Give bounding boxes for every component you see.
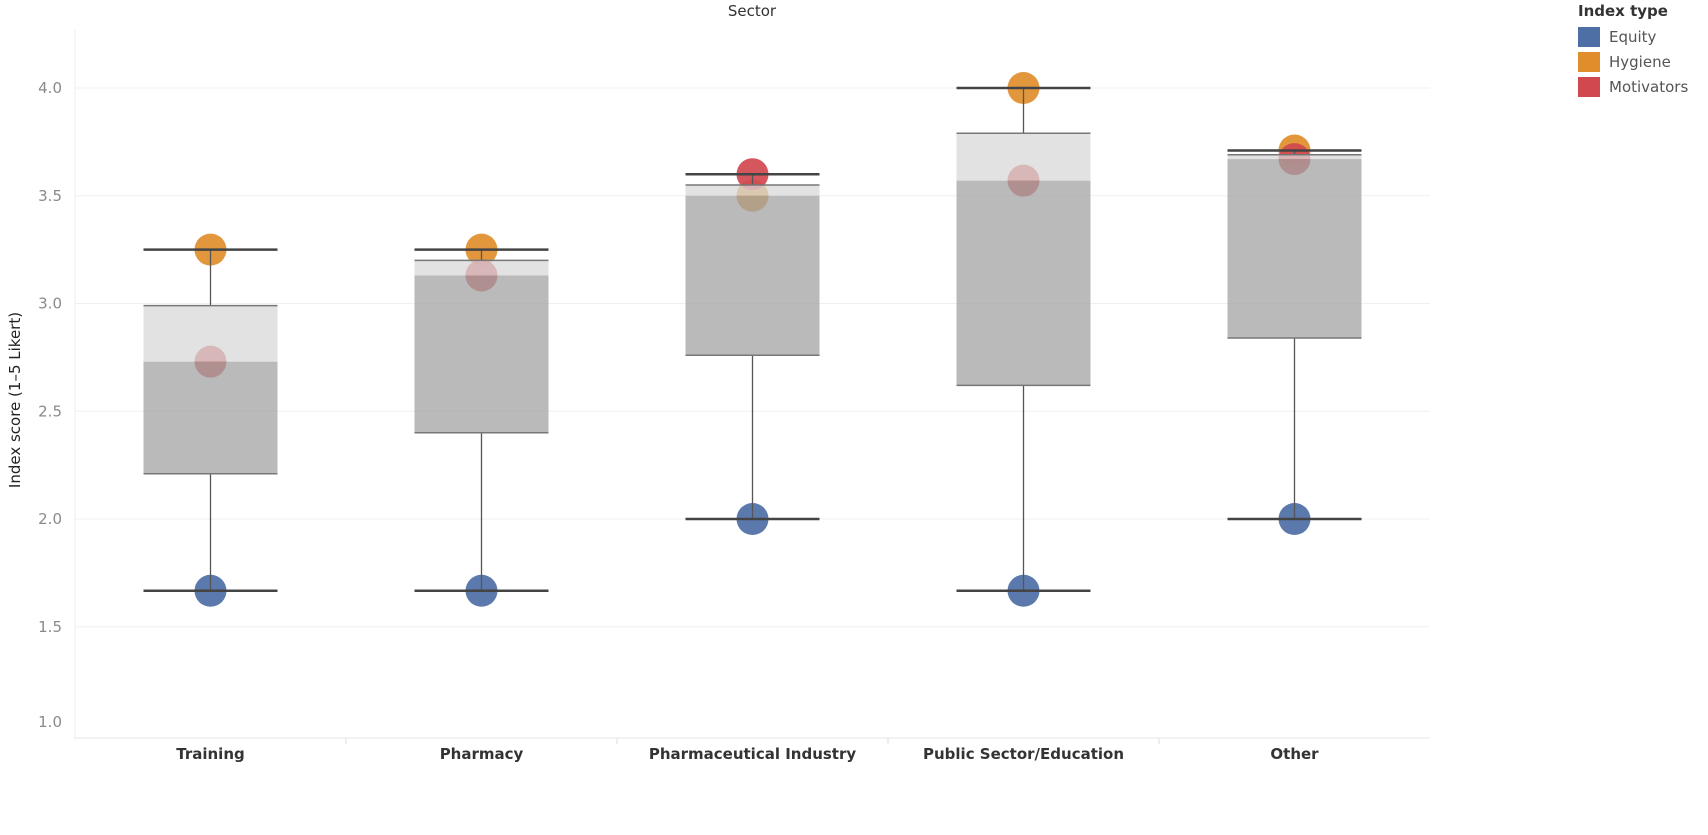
- x-category-label: Pharmaceutical Industry: [649, 745, 857, 763]
- legend-item-equity[interactable]: Equity: [1578, 24, 1688, 49]
- legend-swatch: [1578, 76, 1600, 97]
- y-tick-label: 2.5: [38, 402, 62, 420]
- legend-title: Index type: [1578, 2, 1668, 20]
- box-upper-half: [143, 305, 278, 362]
- y-tick-label: 1.0: [38, 713, 62, 731]
- x-category-label: Public Sector/Education: [923, 745, 1124, 763]
- y-axis-label: Index score (1–5 Likert): [6, 312, 24, 488]
- chart-title: Sector: [728, 2, 777, 20]
- x-category-label: Training: [176, 745, 244, 763]
- legend-swatch: [1578, 26, 1600, 47]
- y-tick-label: 3.0: [38, 295, 62, 313]
- legend-swatch: [1578, 51, 1600, 72]
- box-upper-half: [1227, 154, 1362, 160]
- legend-item-hygiene[interactable]: Hygiene: [1578, 49, 1688, 74]
- y-tick-label: 2.0: [38, 510, 62, 528]
- box-upper-half: [685, 184, 820, 196]
- box-lower-half: [1227, 159, 1362, 338]
- y-tick-label: 1.5: [38, 618, 62, 636]
- y-tick-label: 4.0: [38, 79, 62, 97]
- x-category-label: Other: [1270, 745, 1319, 763]
- legend-item-motivators[interactable]: Motivators: [1578, 74, 1688, 99]
- box-lower-half: [414, 275, 549, 433]
- legend-label: Hygiene: [1609, 52, 1671, 71]
- legend-label: Motivators: [1609, 77, 1689, 96]
- legend-label: Equity: [1609, 27, 1657, 46]
- box-upper-half: [956, 133, 1091, 181]
- box-lower-half: [143, 361, 278, 474]
- x-category-label: Pharmacy: [440, 745, 524, 763]
- box-upper-half: [414, 260, 549, 276]
- box-lower-half: [956, 180, 1091, 386]
- box-lower-half: [685, 195, 820, 356]
- y-tick-label: 3.5: [38, 187, 62, 205]
